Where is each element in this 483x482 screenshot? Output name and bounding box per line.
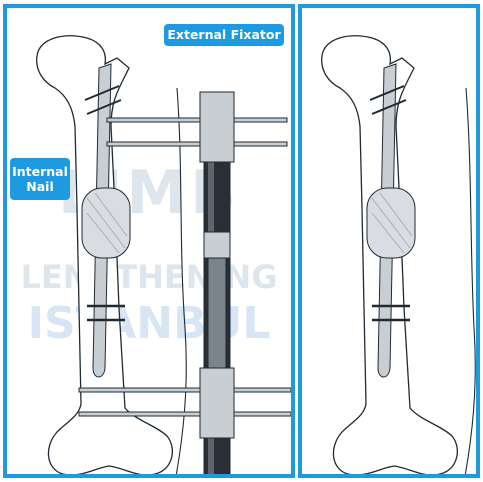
proximal-screw-right xyxy=(369,85,405,101)
internal-nail-label-line1: Internal xyxy=(12,164,68,179)
internal-nail-right xyxy=(366,63,416,378)
fixator-pins xyxy=(78,117,291,417)
left-illustration xyxy=(36,35,291,474)
fixator-coupler xyxy=(203,231,231,259)
right-panel-nail-only xyxy=(298,4,480,478)
fixator-clamp-bottom xyxy=(199,367,235,439)
external-fixator-body xyxy=(199,91,235,474)
internal-nail-label-line2: Nail xyxy=(26,179,54,194)
right-illustration xyxy=(321,35,476,474)
proximal-screw xyxy=(84,85,120,101)
external-fixator-callout: External Fixator xyxy=(164,24,284,46)
soft-tissue-outline xyxy=(175,87,187,474)
left-panel-nail-and-fixator: LIMB LENGTHENING ISTANBUL xyxy=(3,4,295,478)
internal-nail-callout: Internal Nail xyxy=(10,158,70,200)
proximal-screw-right xyxy=(371,99,407,115)
fixator-clamp-top xyxy=(199,91,235,163)
proximal-screw xyxy=(86,99,122,115)
soft-tissue-outline-right xyxy=(464,87,476,474)
